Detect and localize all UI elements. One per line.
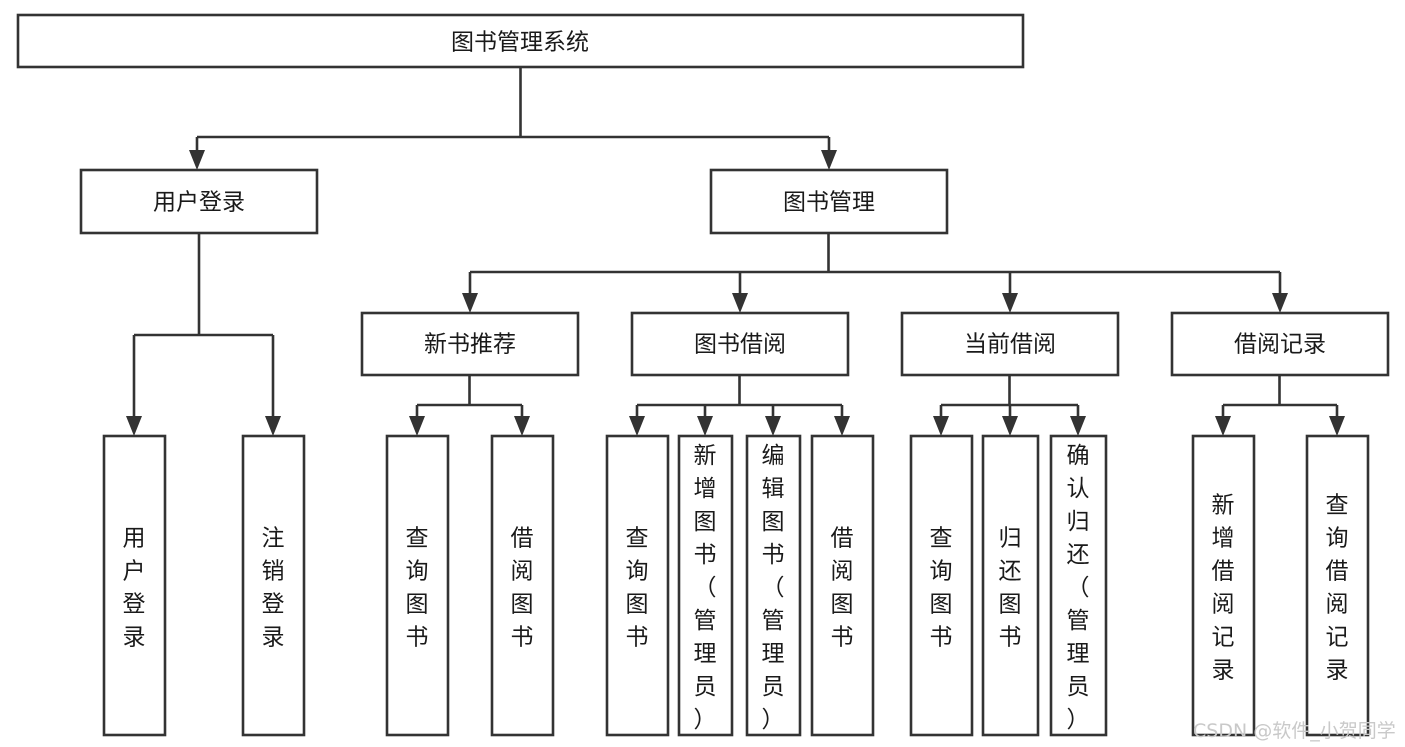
leaf-node[interactable]: 用户登录 [102,434,167,737]
leaf-current-query-box[interactable] [909,434,974,737]
arrow-root-to-user-login [189,150,205,170]
leaf-logout-label: 注销登录 [262,525,285,650]
arrow-userlogin-leaf-1 [126,416,142,436]
arrow-bookmgmt-to-current-borrow [1002,293,1018,313]
leaf-borrow-editbook-box[interactable] [745,434,802,737]
node-user-login[interactable]: 用户登录 [79,168,319,235]
leaf-node[interactable]: 查询借阅记录 [1305,434,1370,737]
leaf-node[interactable]: 新增借阅记录 [1191,434,1256,737]
leaf-current-confirm-label: 确认归还（管理员） [1067,443,1090,733]
node-book-management-box[interactable] [709,168,949,235]
arrow-root-to-book-mgmt [821,150,837,170]
arrow-bookmgmt-to-new-book [462,293,478,313]
node-book-borrow-label: 图书借阅 [694,332,786,358]
node-borrow-record[interactable]: 借阅记录 [1170,311,1390,377]
leaf-node[interactable]: 借阅图书 [810,434,875,737]
node-root-box[interactable] [16,13,1025,69]
node-book-borrow[interactable]: 图书借阅 [630,311,850,377]
leaf-current-return-label: 归还图书 [999,525,1022,650]
leaf-borrow-query-label: 查询图书 [626,525,649,650]
arrow-bookborrow-leaf-4 [834,416,850,436]
node-root[interactable]: 图书管理系统 [16,13,1025,69]
arrow-currentborrow-leaf-3 [1070,416,1086,436]
leaf-node[interactable]: 借阅图书 [490,434,555,737]
leaf-record-add-box[interactable] [1191,434,1256,737]
arrow-newbook-leaf-1 [409,416,425,436]
leaf-node[interactable]: 确认归还（管理员） [1049,434,1108,737]
arrow-currentborrow-leaf-2 [1002,416,1018,436]
leaf-node[interactable]: 查询图书 [909,434,974,737]
node-current-borrow-box[interactable] [900,311,1120,377]
leaf-node[interactable]: 新增图书（管理员） [677,434,734,737]
leaf-record-query-label: 查询借阅记录 [1326,492,1349,683]
arrow-bookborrow-leaf-1 [629,416,645,436]
leaf-record-add-label: 新增借阅记录 [1212,492,1235,683]
arrow-borrowrecord-leaf-1 [1215,416,1231,436]
node-new-book-recommend-box[interactable] [360,311,580,377]
node-root-label: 图书管理系统 [451,30,589,56]
leaf-current-confirm-box[interactable] [1049,434,1108,737]
leaf-node[interactable]: 查询图书 [385,434,450,737]
node-user-login-label: 用户登录 [153,190,245,216]
leaf-logout-box[interactable] [241,434,306,737]
node-book-management[interactable]: 图书管理 [709,168,949,235]
leaf-current-query-label: 查询图书 [930,525,953,650]
node-borrow-record-label: 借阅记录 [1234,332,1326,358]
leaf-newbook-borrow-label: 借阅图书 [511,525,534,650]
leaf-node[interactable]: 注销登录 [241,434,306,737]
leaf-borrow-query-box[interactable] [605,434,670,737]
leaf-newbook-query-box[interactable] [385,434,450,737]
leaf-borrow-borrowbook-box[interactable] [810,434,875,737]
leaf-node[interactable]: 编辑图书（管理员） [745,434,802,737]
leaf-borrow-editbook-label: 编辑图书（管理员） [762,443,785,733]
arrow-bookborrow-leaf-2 [697,416,713,436]
leaf-node[interactable]: 归还图书 [981,434,1040,737]
arrow-bookmgmt-to-book-borrow [732,293,748,313]
leaf-user-login-label: 用户登录 [123,525,146,650]
leaf-borrow-addbook-label: 新增图书（管理员） [694,443,717,733]
node-borrow-record-box[interactable] [1170,311,1390,377]
leaf-node[interactable]: 查询图书 [605,434,670,737]
node-book-management-label: 图书管理 [783,190,875,216]
csdn-watermark: CSDN @软件_小贺同学 [1193,720,1396,742]
node-new-book-recommend[interactable]: 新书推荐 [360,311,580,377]
node-new-book-recommend-label: 新书推荐 [424,332,516,358]
arrow-currentborrow-leaf-1 [933,416,949,436]
arrow-borrowrecord-leaf-2 [1329,416,1345,436]
node-book-borrow-box[interactable] [630,311,850,377]
leaf-borrow-addbook-box[interactable] [677,434,734,737]
arrow-newbook-leaf-2 [514,416,530,436]
leaf-newbook-borrow-box[interactable] [490,434,555,737]
leaf-current-return-box[interactable] [981,434,1040,737]
arrow-bookborrow-leaf-3 [765,416,781,436]
edges-layer [126,67,1345,436]
node-current-borrow-label: 当前借阅 [964,332,1056,358]
leaf-borrow-borrowbook-label: 借阅图书 [831,525,854,650]
leaf-user-login-box[interactable] [102,434,167,737]
leaf-newbook-query-label: 查询图书 [406,525,429,650]
node-current-borrow[interactable]: 当前借阅 [900,311,1120,377]
leaf-record-query-box[interactable] [1305,434,1370,737]
arrow-userlogin-leaf-2 [265,416,281,436]
node-user-login-box[interactable] [79,168,319,235]
arrow-bookmgmt-to-borrow-record [1272,293,1288,313]
